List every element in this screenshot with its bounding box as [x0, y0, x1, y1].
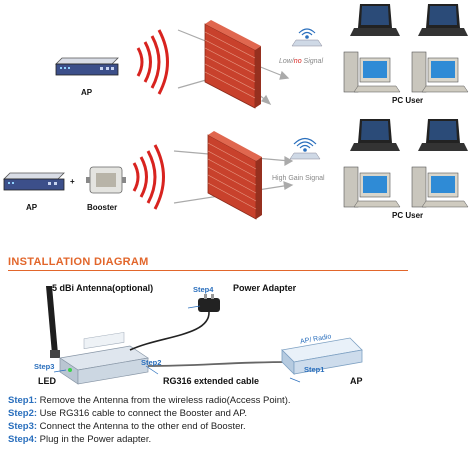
step2-tag: Step2	[141, 358, 162, 367]
booster-device-icon	[86, 166, 126, 194]
ap-label-bottom: AP	[26, 203, 38, 212]
antenna-icon	[46, 286, 60, 358]
antenna-label: 5 dBi Antenna(optional)	[52, 283, 154, 293]
rg316-cable-icon	[147, 361, 291, 367]
wifi-weak-icon	[291, 28, 323, 47]
title-underline	[8, 270, 408, 271]
signal-strength-label-top: Low/no Signal	[279, 58, 323, 65]
booster-label: Booster	[87, 203, 118, 212]
installation-graphics	[46, 286, 363, 385]
step3-tag: Step3	[34, 362, 55, 371]
brick-wall-icon	[207, 131, 262, 220]
wifi-strong-icon	[289, 137, 321, 160]
power-adapter-icon	[129, 294, 220, 351]
booster-unit-icon	[59, 332, 149, 385]
pc-user-group-icon	[343, 4, 469, 93]
radio-waves-icon	[136, 29, 169, 95]
led-label: LED	[38, 376, 56, 386]
signal-end-text: Signal	[303, 58, 324, 65]
scenario-bottom: AP + Booster High Gain Signal PC User	[0, 115, 472, 225]
installation-title: INSTALLATION DIAGRAM	[8, 256, 149, 268]
power-adapter-label: Power Adapter	[233, 283, 297, 293]
scenario-top: AP Low/no Signal PC User	[0, 0, 472, 115]
steps-list: Step1: Remove the Antenna from the wirel…	[8, 394, 291, 446]
brick-wall-icon	[204, 20, 261, 109]
cable-label: RG316 extended cable	[163, 376, 260, 386]
pc-user-label-top: PC User	[392, 96, 424, 105]
step1-tag: Step1	[304, 365, 325, 374]
pc-user-label-bottom: PC User	[392, 211, 424, 220]
step4-tag: Step4	[193, 285, 214, 294]
step-item: Step3: Connect the Antenna to the other …	[8, 421, 246, 432]
ap-device-icon	[3, 172, 65, 191]
pc-user-group-icon	[343, 119, 469, 208]
step-item: Step4: Plug in the Power adapter.	[8, 434, 152, 445]
signal-low-text: Low/	[279, 58, 294, 65]
ap-radio-icon	[281, 337, 363, 375]
signal-no-text: no	[293, 58, 302, 65]
ap-device-icon	[55, 57, 119, 76]
radio-waves-icon	[132, 144, 165, 210]
ap-label-top: AP	[81, 88, 93, 97]
step-item: Step1: Remove the Antenna from the wirel…	[8, 395, 291, 406]
signal-strength-label-bottom: High Gain Signal	[272, 175, 325, 182]
installation-section: INSTALLATION DIAGRAM	[0, 250, 472, 450]
step-item: Step2: Use RG316 cable to connect the Bo…	[8, 408, 248, 419]
ap-label-install: AP	[350, 376, 363, 386]
scenario-bottom-graphics	[3, 119, 469, 220]
scenario-top-graphics	[55, 4, 469, 109]
plus-sign: +	[70, 177, 75, 186]
